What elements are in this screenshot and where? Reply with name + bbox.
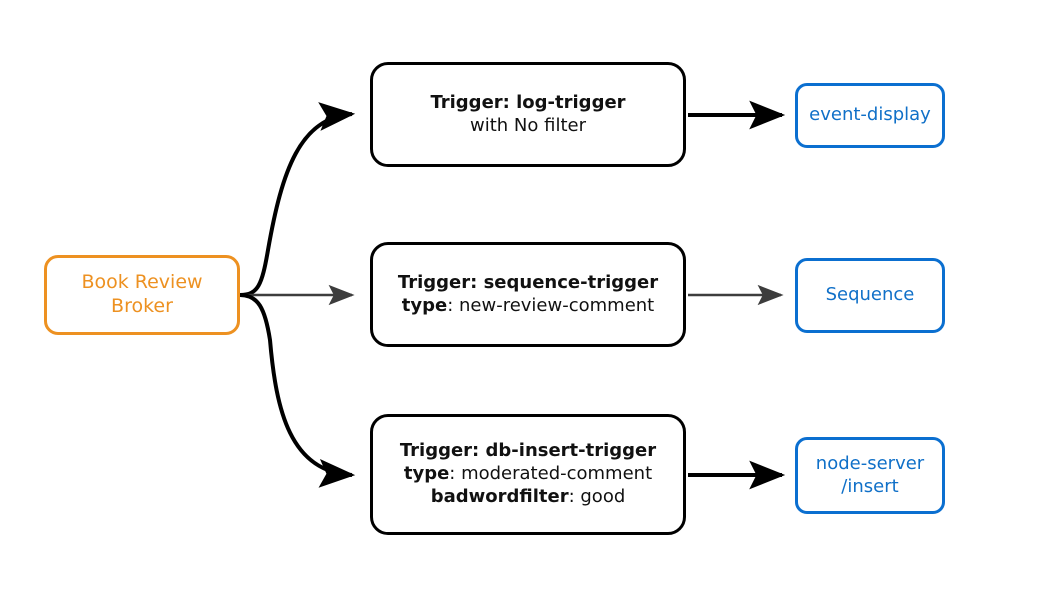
db-insert-trigger-line2-value: : moderated-comment bbox=[449, 463, 653, 485]
db-insert-trigger-line3-key: badwordfilter bbox=[430, 485, 569, 507]
node-event-display[interactable]: event-display bbox=[795, 83, 945, 148]
db-insert-trigger-line2-key: type bbox=[403, 463, 450, 485]
node-node-server-insert[interactable]: node-server /insert bbox=[795, 437, 945, 514]
sequence-trigger-line2-value: : new-review-comment bbox=[447, 294, 655, 316]
log-trigger-label: Trigger: log-trigger with No filter bbox=[373, 92, 683, 137]
log-trigger-line2: with No filter bbox=[470, 114, 586, 136]
sequence-label: Sequence bbox=[798, 284, 942, 307]
log-trigger-line1: Trigger: log-trigger bbox=[381, 92, 675, 115]
node-sequence-trigger[interactable]: Trigger: sequence-trigger type: new-revi… bbox=[370, 242, 686, 347]
db-insert-trigger-line1-name: db-insert-trigger bbox=[485, 440, 657, 462]
node-log-trigger[interactable]: Trigger: log-trigger with No filter bbox=[370, 62, 686, 167]
sequence-line1: Sequence bbox=[825, 284, 915, 306]
db-insert-trigger-line3-value: : good bbox=[568, 485, 626, 507]
log-trigger-line1-name: log-trigger bbox=[516, 91, 626, 113]
sequence-trigger-line2: type: new-review-comment bbox=[381, 295, 675, 318]
sequence-trigger-line1-name: sequence-trigger bbox=[483, 271, 659, 293]
edge-broker-to-log-trigger bbox=[239, 102, 356, 297]
db-insert-trigger-line1: Trigger: db-insert-trigger bbox=[381, 440, 675, 463]
node-server-line1: node-server bbox=[815, 452, 925, 474]
sequence-trigger-line1-label: Trigger: bbox=[397, 271, 478, 293]
sequence-trigger-line2-key: type bbox=[401, 294, 448, 316]
db-insert-trigger-label: Trigger: db-insert-trigger type: moderat… bbox=[373, 440, 683, 508]
edge-broker-to-db-insert-trigger bbox=[239, 293, 356, 488]
event-display-line1: event-display bbox=[809, 104, 931, 126]
broker-label-line1: Book Review bbox=[81, 271, 203, 294]
db-insert-trigger-line1-label: Trigger: bbox=[399, 440, 480, 462]
db-insert-trigger-line3: badwordfilter: good bbox=[381, 486, 675, 509]
sequence-trigger-label: Trigger: sequence-trigger type: new-revi… bbox=[373, 272, 683, 317]
node-book-review-broker[interactable]: Book Review Broker bbox=[44, 255, 240, 335]
node-sequence[interactable]: Sequence bbox=[795, 258, 945, 333]
node-server-line2: /insert bbox=[841, 475, 899, 497]
event-display-label: event-display bbox=[798, 104, 942, 127]
db-insert-trigger-line2: type: moderated-comment bbox=[381, 463, 675, 486]
log-trigger-line1-label: Trigger: bbox=[430, 91, 510, 113]
node-server-label: node-server /insert bbox=[798, 453, 942, 498]
broker-label-line2: Broker bbox=[111, 295, 173, 317]
sequence-trigger-line1: Trigger: sequence-trigger bbox=[381, 272, 675, 295]
broker-label: Book Review Broker bbox=[47, 271, 237, 319]
node-db-insert-trigger[interactable]: Trigger: db-insert-trigger type: moderat… bbox=[370, 414, 686, 535]
